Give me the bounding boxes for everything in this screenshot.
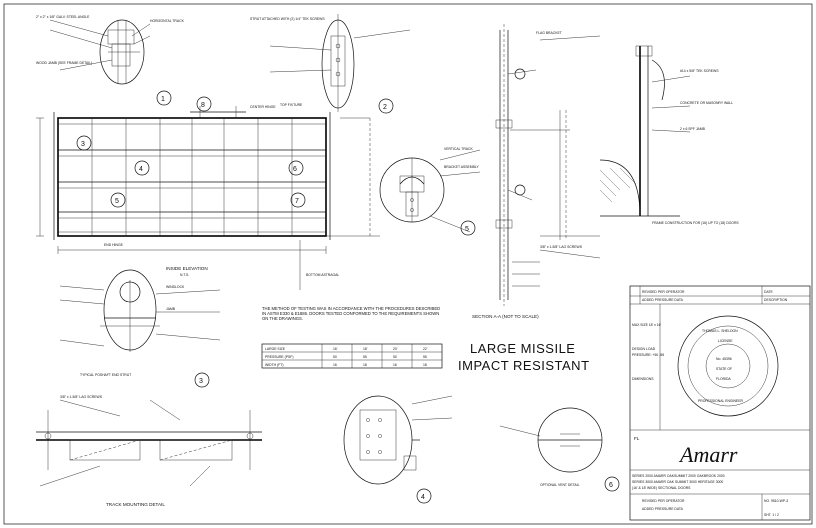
track-mounting-detail: TRACK MOUNTING DETAIL 3/8" x 1-5/8" LAG … [36,395,262,507]
frame-hatch [599,167,637,203]
seal-name: THOMAS L. SHELDON [702,329,738,333]
side-note-1: DESIGN LOAD [632,347,656,351]
table-r0-c2: 55 [363,355,367,359]
callout-7: 7 [295,198,299,205]
callout-8: 8 [201,102,205,109]
detail-3: 5 VERTICAL TRACK BRACKET ASSEMBLY [379,147,481,236]
note-jamb: JAMB [166,307,176,311]
track-mounting-heading: TRACK MOUNTING DETAIL [106,502,165,507]
note-windlock: WINDLOCK [166,285,185,289]
pe-seal: THOMAS L. SHELDON LICENSE No. 45396 STAT… [677,315,779,417]
table-header-3: 20' [393,347,398,351]
note-flag-bracket: FLAG BRACKET [536,31,562,35]
seal-state-of: STATE OF [716,367,732,371]
table-r1-c2: 18 [363,363,367,367]
callout-2: 2 [383,104,387,111]
frame-construction: #14 x 5/8" TEK SCREWS CONCRETE OR MASONR… [599,45,739,225]
main-heading: LARGE MISSILE IMPACT RESISTANT [458,341,590,373]
callout-detail-6: 6 [609,482,613,489]
table-r1-c4: 18 [423,363,427,367]
callout-6: 6 [293,166,297,173]
revision-row-1: REVISED PER OPERATOR [642,290,685,294]
note-track-lag: 3/8" x 1-5/8" LAG SCREWS [60,395,103,399]
side-note-2: PRESSURE: +50 -55 [632,353,664,357]
table-header-0: LARGE SIZE [265,347,286,351]
note-bracket: BRACKET ASSEMBLY [444,165,479,169]
callout-1: 1 [161,96,165,103]
seal-number: No. 45396 [716,357,732,361]
note-top-fixture: TOP FIXTURE [280,103,303,107]
side-note-0: MAX SIZE 18' x 16' [632,323,662,327]
title-row-3: (16' & 18' WIDE) SECTIONAL DOORS [632,486,691,490]
sheet-number: SHT. 1 / 2 [764,513,779,517]
frame-construction-heading: FRAME CONSTRUCTION FOR (16) UP TO (18) D… [652,221,739,225]
detail-4: 4 [343,395,453,504]
optional-vent-heading: OPTIONAL VENT DETAIL [540,483,580,487]
note-angle: 2" x 2" x 1/8" GALV. STEEL ANGLE [36,15,90,19]
typical-strut-heading: TYPICAL POSHAFT END STRUT [80,373,131,377]
note-lag-screws: 3/8" x 1-5/8" LAG SCREWS [540,245,583,249]
table-r1-c1: 16 [333,363,337,367]
note-horizontal-track: HORIZONTAL TRACK [150,19,185,23]
inside-elevation: 3 4 5 6 7 8 INSIDE ELEVATION N.T.S. END … [36,96,380,290]
note-end-hinge: END HINGE [104,243,124,247]
detail-2: 2 STRUT ATTACHED WITH (2) 1/4" TEK SCREW… [250,14,411,114]
callout-detail-5: 3 [199,378,203,385]
revision-row-2b: ADDED PRESSURE DATA [642,507,684,511]
note-bottom-astragal: BOTTOM ASTRAGAL [306,273,339,277]
note-tek-screws: #14 x 5/8" TEK SCREWS [680,69,719,73]
design-note: THE METHOD OF TESTING WAS IN ACCORDANCE … [262,306,441,322]
state-code: FL [634,436,640,441]
note-center-hinge: CENTER HINGE [250,105,276,109]
inside-elevation-scale: N.T.S. [180,273,189,277]
revision-row-2: ADDED PRESSURE DATA [642,298,684,302]
seal-profession: PROFESSIONAL ENGINEER [698,399,743,403]
note-vertical-track: VERTICAL TRACK [444,147,474,151]
optional-vent-detail: 6 OPTIONAL VENT DETAIL [499,407,620,492]
table-r0-c1: 50 [333,355,337,359]
revision-row-1b: REVISED PER OPERATOR [642,499,685,503]
table-r0-c4: 55 [423,355,427,359]
note-wood-jamb: WOOD JAMB (SEE FRAME DETAIL) [36,61,92,65]
section-aa: FLAG BRACKET 3/8" x 1-5/8" LAG SCREWS SE… [472,24,601,319]
detail-5: 3 TYPICAL POSHAFT END STRUT WINDLOCK JAM… [59,269,221,388]
callout-detail-4: 4 [421,494,425,501]
main-heading-line2: IMPACT RESISTANT [458,358,590,373]
callout-5: 5 [115,198,119,205]
title-row-1: SERIES 2000 AMARR OAKSUMMIT 2000 OAKBROO… [632,474,725,478]
detail-1: 1 2" x 2" x 1/8" GALV. STEEL ANGLE WOOD … [36,15,185,106]
callout-4: 4 [139,166,143,173]
note-jamb-spf: 2 x 6 SPF JAMB [680,127,706,131]
main-heading-line1: LARGE MISSILE [470,341,575,356]
amarr-logo: Amarr [678,442,738,467]
seal-state: FLORIDA [716,377,731,381]
seal-license: LICENSE [718,339,733,343]
drawing-number: NO. 9510-WP-3 [764,499,788,503]
table-r1-c3: 16 [393,363,397,367]
table-r1-c0: WIDTH (FT) [265,363,283,367]
design-table: THE METHOD OF TESTING WAS IN ACCORDANCE … [261,306,443,369]
section-aa-heading: SECTION A-A (NOT TO SCALE) [472,314,539,319]
sheet-border [3,3,813,525]
rev-label-description: DESCRIPTION [764,298,788,302]
title-row-2: SERIES 3000 AMARR OAK SUMMIT 3000 HERITA… [632,480,723,484]
inside-elevation-heading: INSIDE ELEVATION [166,266,208,271]
table-r0-c0: PRESSURE (PSF) [265,355,293,359]
table-header-1: 16' [333,347,338,351]
table-header-4: 22' [423,347,428,351]
callout-detail-3: 5 [465,226,469,233]
note-concrete: CONCRETE OR MASONRY WALL [680,101,733,105]
table-header-2: 18' [363,347,368,351]
title-block: REVISED PER OPERATOR ADDED PRESSURE DATA… [629,285,811,521]
table-r0-c3: 50 [393,355,397,359]
rev-label-date: DATE [764,290,774,294]
note-strut: STRUT ATTACHED WITH (2) 1/4" TEK SCREWS [250,17,325,21]
side-note-3: DIMENSIONS [632,377,654,381]
callout-3: 3 [81,141,85,148]
